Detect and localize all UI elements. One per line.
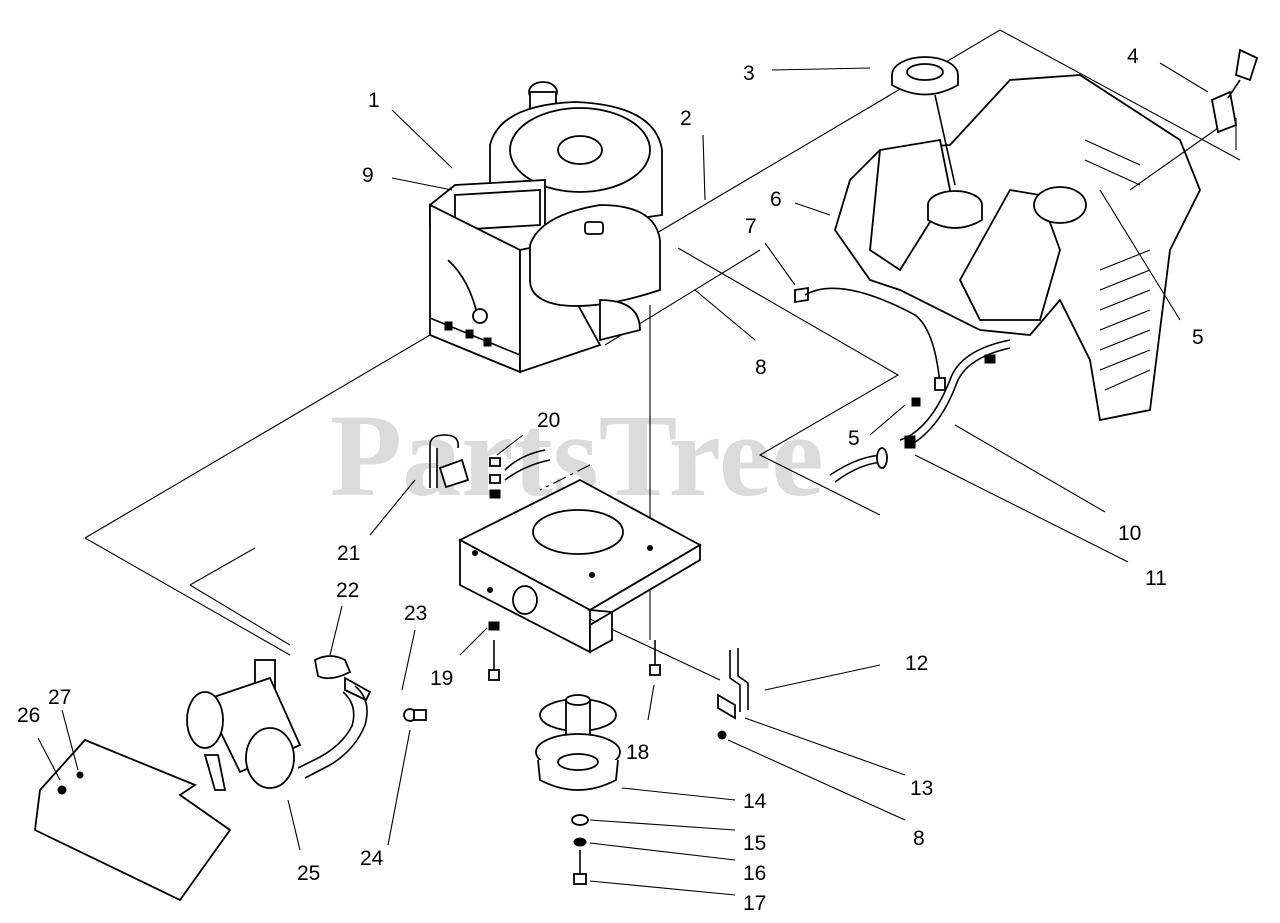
callout-4: 4 [1127,45,1139,68]
latch-rod [717,648,749,740]
callout-18: 18 [626,741,649,764]
callout-9: 9 [362,164,374,187]
callout-12: 12 [905,652,928,675]
callout-2: 2 [680,107,692,130]
callout-7: 7 [745,215,757,238]
callout-1: 1 [368,89,380,112]
fuel-cap [891,56,959,186]
muffler-assembly [34,655,427,902]
retainer-hook [429,434,470,489]
callout-26: 26 [17,704,40,727]
callout-8-top: 8 [755,356,767,379]
callout-3: 3 [743,62,755,85]
engine-mount-plate [458,478,702,654]
callout-19: 19 [430,667,453,690]
callout-23: 23 [404,602,427,625]
callout-5-right: 5 [1192,326,1204,349]
callout-20: 20 [537,409,560,432]
callout-24: 24 [360,847,384,870]
callout-10: 10 [1118,522,1141,545]
callout-16: 16 [743,862,766,885]
callout-leaders [37,62,1209,896]
callout-13: 13 [910,777,933,800]
callout-25: 25 [297,862,320,885]
callout-labels: 1 2 3 4 5 5 6 7 8 8 9 10 11 12 13 14 15 … [17,45,1204,915]
callout-11: 11 [1145,567,1167,590]
callout-22: 22 [336,579,359,602]
ignition-switch [1129,48,1259,191]
callout-27: 27 [48,686,71,709]
engine [429,81,663,374]
callout-5-left: 5 [848,427,860,450]
callout-6: 6 [770,188,782,211]
fuel-tank [834,74,1201,422]
callout-21: 21 [337,542,360,565]
callout-17: 17 [743,892,766,915]
callout-14: 14 [743,790,767,813]
mounting-hardware [488,449,661,885]
callout-15: 15 [743,832,766,855]
fuel-line-assembly [794,286,1011,483]
engine-pulley [535,694,621,791]
callout-8-bottom: 8 [913,827,925,850]
